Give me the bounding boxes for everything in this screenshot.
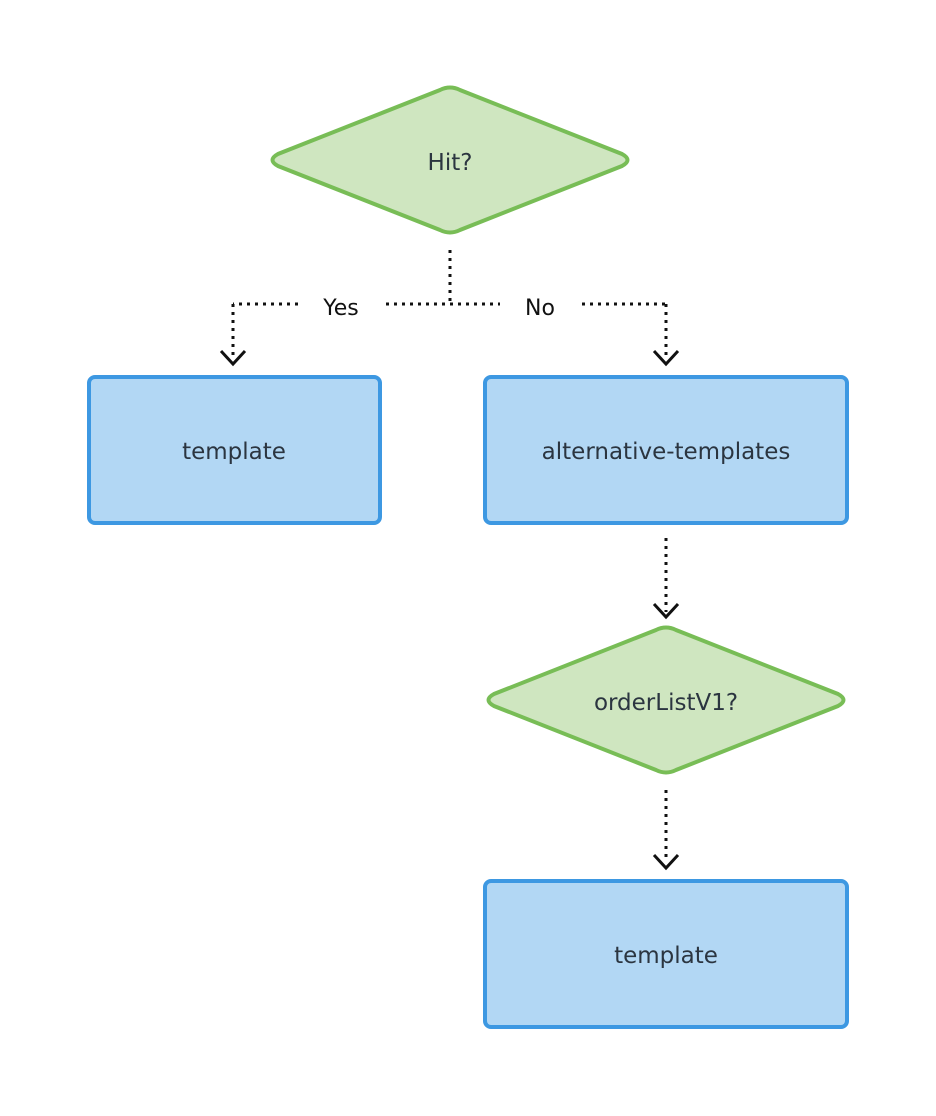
process-template-left: template [87,375,382,525]
arrowhead-to-orderlist [652,602,680,620]
arrowhead-no [652,349,680,367]
decision-orderlist-label: orderListV1? [594,690,738,716]
arrowhead-to-template-bottom [652,853,680,871]
process-template-bottom-shape [483,879,849,1029]
arrowheads [219,349,680,871]
process-alternative-templates-label: alternative-templates [542,439,791,465]
process-template-bottom: template [483,879,849,1029]
edge-label-no: No [525,296,555,321]
decision-orderlist-shape [486,625,846,775]
process-template-left-label: template [182,439,286,465]
edge-label-yes: Yes [322,296,359,321]
decision-hit-label: Hit? [428,150,473,176]
process-alternative-templates-shape [483,375,849,525]
process-template-bottom-label: template [614,943,718,969]
decision-orderlist: orderListV1? [486,625,846,775]
decision-hit: Hit? [270,85,630,235]
decision-hit-shape [270,85,630,235]
connectors [231,250,668,862]
process-alternative-templates: alternative-templates [483,375,849,525]
arrowhead-yes [219,349,247,367]
process-template-left-shape [87,375,382,525]
